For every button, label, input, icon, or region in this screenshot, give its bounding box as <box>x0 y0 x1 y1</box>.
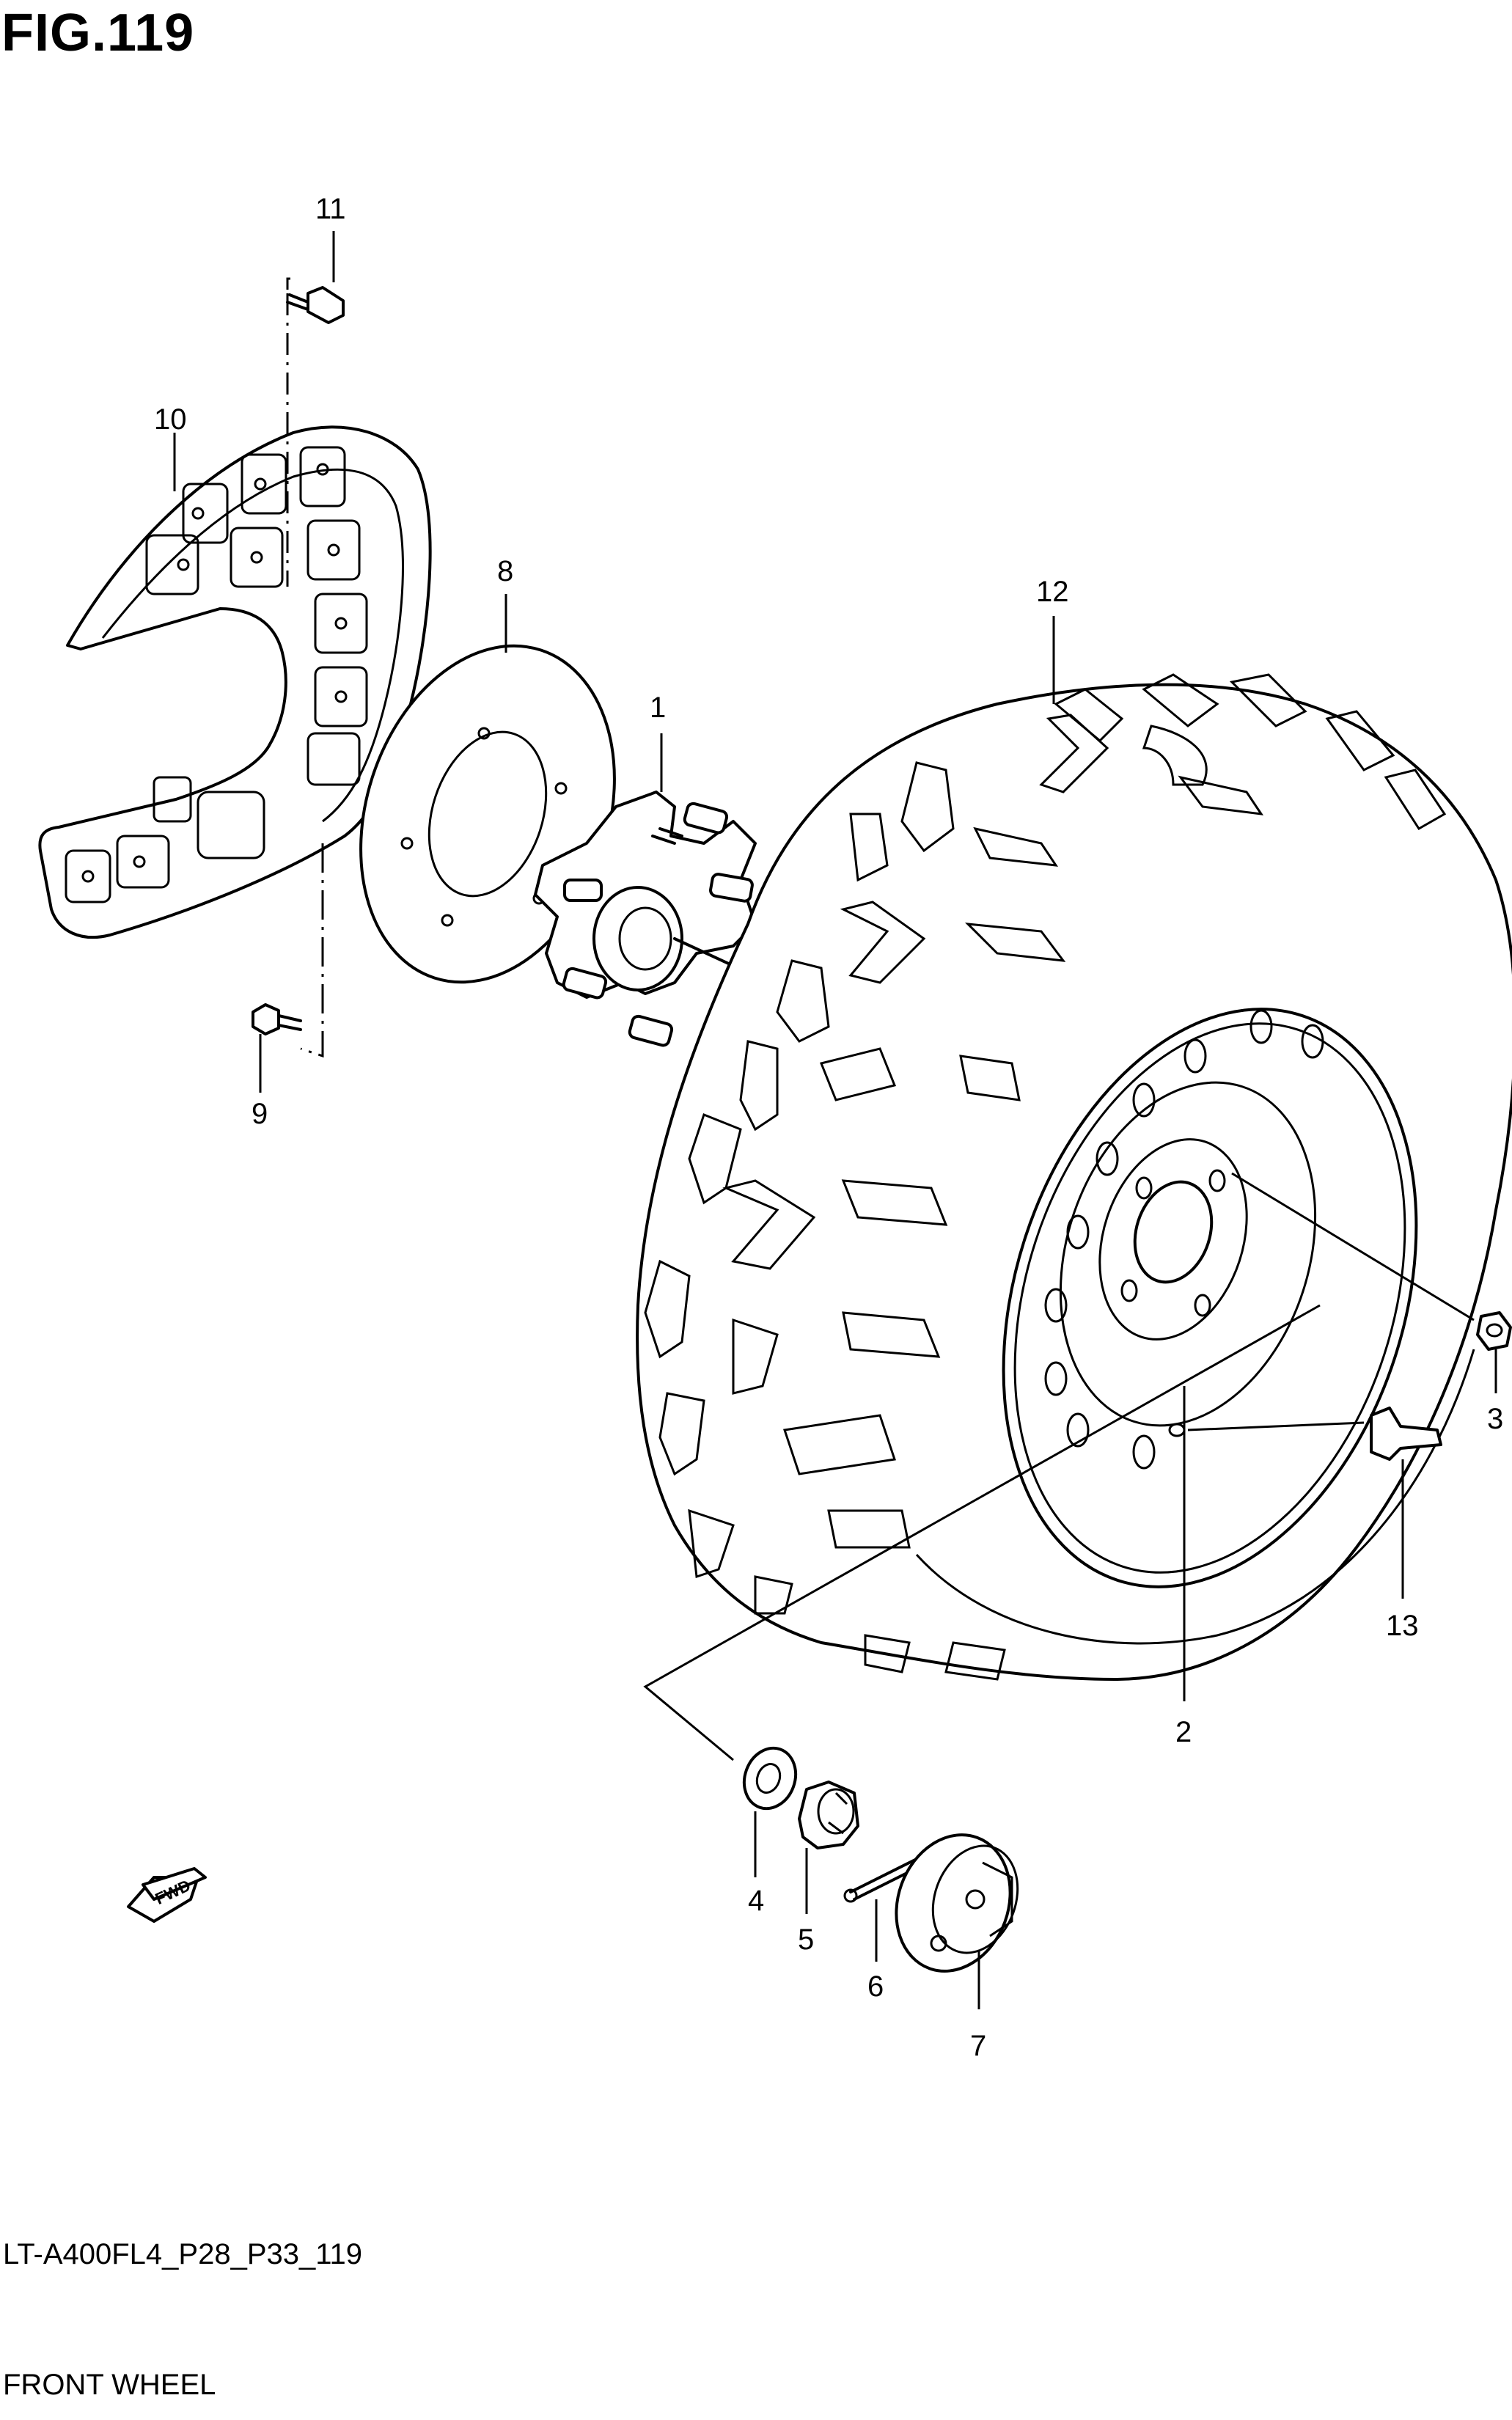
leader-lines <box>173 231 1497 2009</box>
callout-11: 11 <box>315 193 346 225</box>
washer-part-4 <box>742 1746 798 1811</box>
brake-guard-part-10 <box>38 425 432 939</box>
callout-6: 6 <box>867 1970 884 2003</box>
callout-7: 7 <box>970 2030 986 2062</box>
callout-10: 10 <box>154 403 187 436</box>
callout-13: 13 <box>1386 1610 1419 1642</box>
callout-4: 4 <box>748 1885 764 1917</box>
bolt-part-11 <box>286 286 345 324</box>
figure-title: FIG.119 <box>1 4 195 62</box>
castle-nut-part-5 <box>798 1781 859 1849</box>
callout-numbers: 1 2 3 4 5 6 7 8 9 10 11 12 13 <box>154 193 1503 2062</box>
wheel-rim-part-2 <box>1002 1008 1418 1588</box>
bolt-part-9 <box>252 1003 302 1035</box>
callout-9: 9 <box>252 1098 268 1130</box>
tire-valve-part-13 <box>1370 1407 1442 1461</box>
fwd-arrow-icon: FWD <box>127 1867 207 1923</box>
callout-12: 12 <box>1036 576 1069 608</box>
wheel-nut-part-3 <box>1476 1311 1512 1351</box>
hub-cap-part-7 <box>895 1833 1019 1973</box>
callout-3: 3 <box>1487 1403 1503 1435</box>
model-code: LT-A400FL4_P28_P33_119 <box>3 2238 363 2270</box>
callout-5: 5 <box>798 1924 814 1956</box>
figure-name: FRONT WHEEL <box>3 2369 216 2401</box>
callout-8: 8 <box>497 555 513 587</box>
wheel-hub-part-1 <box>534 791 771 1047</box>
callout-2: 2 <box>1175 1716 1192 1748</box>
callout-1: 1 <box>650 692 666 724</box>
